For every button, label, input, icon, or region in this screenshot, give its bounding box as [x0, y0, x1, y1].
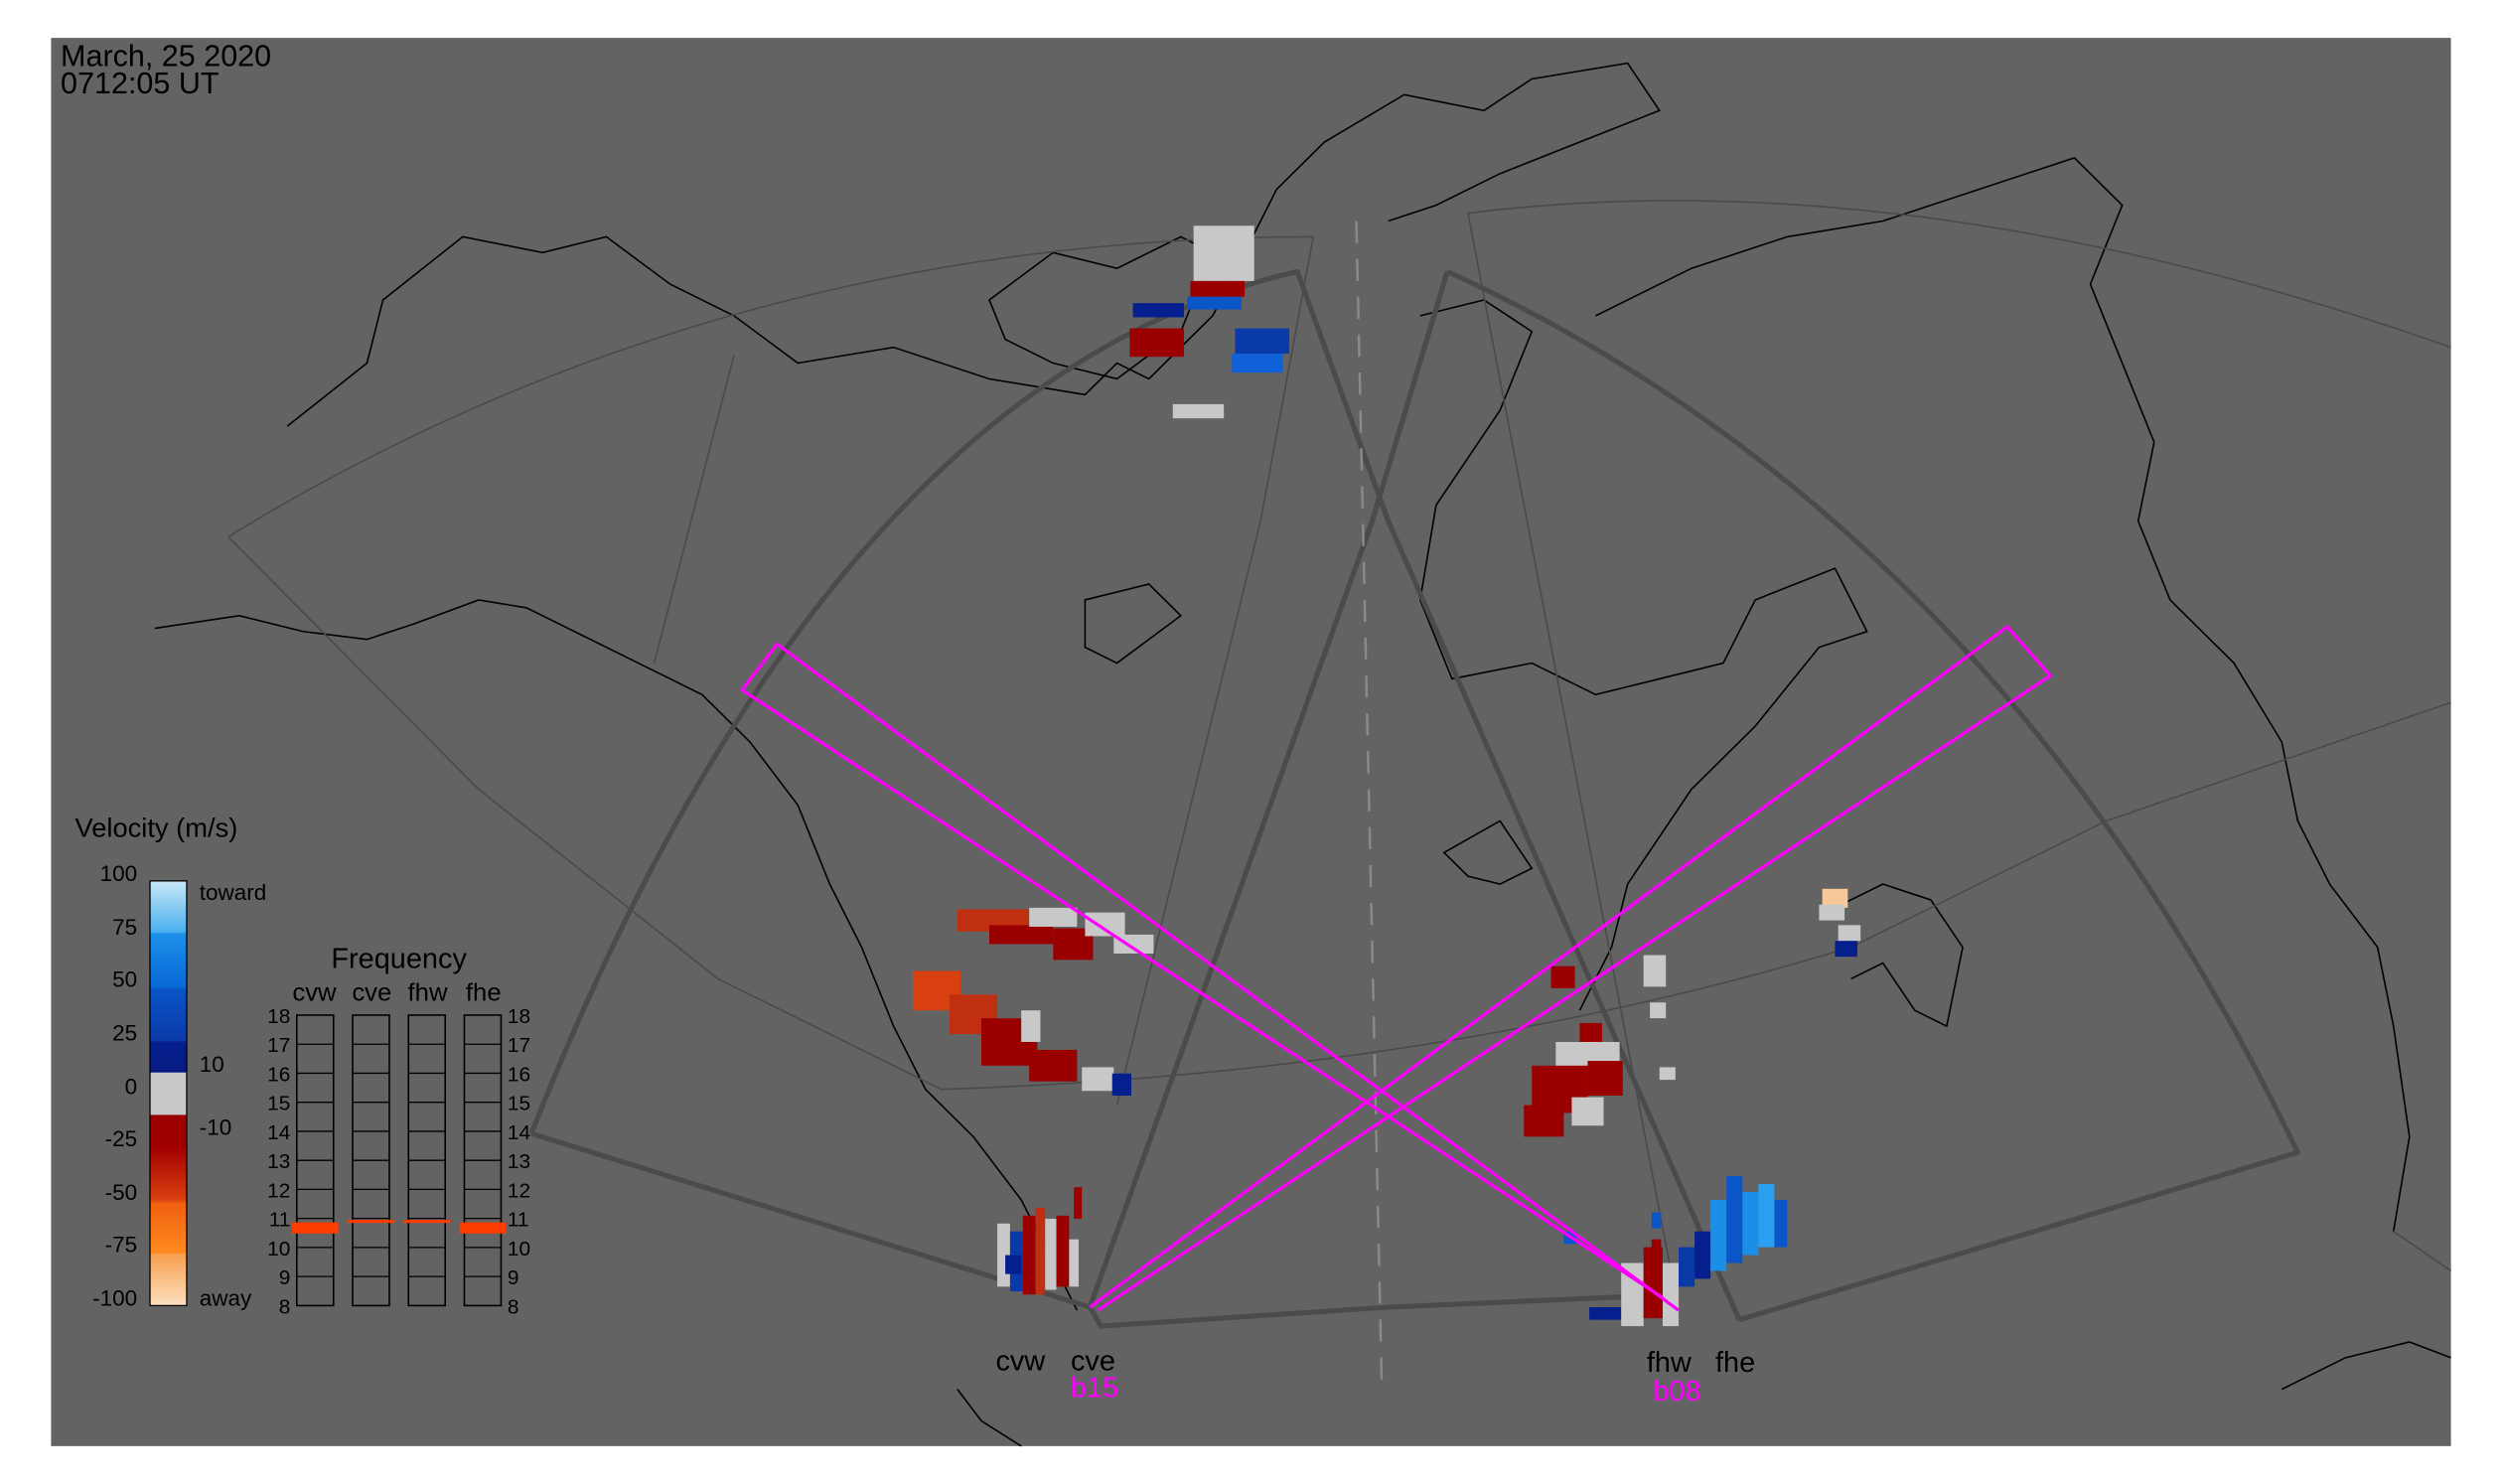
- gs-lower-label: -10: [200, 1115, 232, 1140]
- freq-scale-left: 9: [279, 1266, 291, 1289]
- freq-scale-right: 10: [508, 1238, 530, 1261]
- freq-col-cvw: cvw: [292, 979, 337, 1007]
- freq-scale-left: 15: [267, 1093, 290, 1115]
- toward-label: toward: [200, 880, 266, 905]
- freq-scale-right: 12: [508, 1179, 530, 1202]
- freq-scale-right: 17: [508, 1034, 530, 1057]
- tick-minus25: -25: [105, 1126, 138, 1151]
- station-labels: cvw cve b15 fhw fhe b08: [995, 1346, 1755, 1408]
- freq-bar-cvw: [291, 1222, 339, 1234]
- tick-0: 0: [125, 1075, 138, 1100]
- freq-scale-right: 8: [508, 1295, 519, 1318]
- freq-col-cve: cve: [352, 979, 391, 1007]
- freq-scale-right: 18: [508, 1005, 530, 1028]
- selected-beams: [739, 624, 2053, 1312]
- gs-upper-label: 10: [200, 1052, 224, 1077]
- freq-scale-left: 14: [267, 1121, 290, 1144]
- time-label: 0712:05 UT: [61, 68, 220, 100]
- freq-col-fhe: fhe: [466, 979, 502, 1007]
- beam-b08: [739, 642, 1681, 1312]
- beam-b15: [1089, 624, 2053, 1312]
- legend-title: Velocity (m/s): [75, 812, 238, 842]
- freq-scale-left: 12: [267, 1179, 290, 1202]
- velocity-echoes: [912, 225, 1861, 1327]
- station-fhe: fhe: [1715, 1347, 1755, 1379]
- tick-minus75: -75: [105, 1232, 138, 1257]
- tick-minus100: -100: [92, 1286, 137, 1311]
- freq-scale-left: 16: [267, 1063, 290, 1086]
- frequency-panel: Frequency cvw cve fhw fhe 18 18 17 17 16 16 15…: [267, 943, 530, 1318]
- freq-scale-left: 13: [267, 1150, 290, 1173]
- freq-scale-right: 14: [508, 1121, 530, 1144]
- meridian-dashed-line: [1355, 221, 1384, 1390]
- tick-75: 75: [112, 915, 137, 940]
- station-fhw: fhw: [1647, 1347, 1692, 1379]
- tick-100: 100: [100, 861, 138, 886]
- freq-scale-left: 10: [267, 1238, 290, 1261]
- velocity-colorbar: [149, 880, 188, 1307]
- tick-25: 25: [112, 1020, 137, 1045]
- freq-scale-left: 11: [269, 1209, 291, 1232]
- freq-scale-left: 18: [267, 1005, 290, 1028]
- freq-scale-right: 13: [508, 1150, 530, 1173]
- frequency-title: Frequency: [331, 943, 467, 974]
- station-cve: cve: [1071, 1346, 1115, 1378]
- freq-scale-right: 16: [508, 1063, 530, 1086]
- freq-scale-left: 8: [279, 1295, 291, 1318]
- freq-scale-right: 9: [508, 1266, 519, 1289]
- freq-bar-fhw: [403, 1220, 451, 1224]
- freq-scale-right: 11: [508, 1209, 529, 1232]
- freq-scale-right: 15: [508, 1093, 530, 1115]
- date-label: March, 25 2020: [61, 41, 271, 74]
- station-cvw: cvw: [995, 1346, 1045, 1378]
- beam-label-b15: b15: [1071, 1373, 1118, 1405]
- tick-50: 50: [112, 966, 137, 991]
- beam-label-b08: b08: [1653, 1376, 1700, 1408]
- tick-minus50: -50: [105, 1180, 138, 1205]
- freq-bar-fhe: [459, 1222, 507, 1234]
- away-label: away: [200, 1286, 252, 1311]
- freq-bar-cve: [348, 1220, 394, 1224]
- velocity-legend: Velocity (m/s): [75, 812, 267, 1310]
- freq-scale-left: 17: [267, 1034, 290, 1057]
- freq-col-fhw: fhw: [408, 979, 449, 1007]
